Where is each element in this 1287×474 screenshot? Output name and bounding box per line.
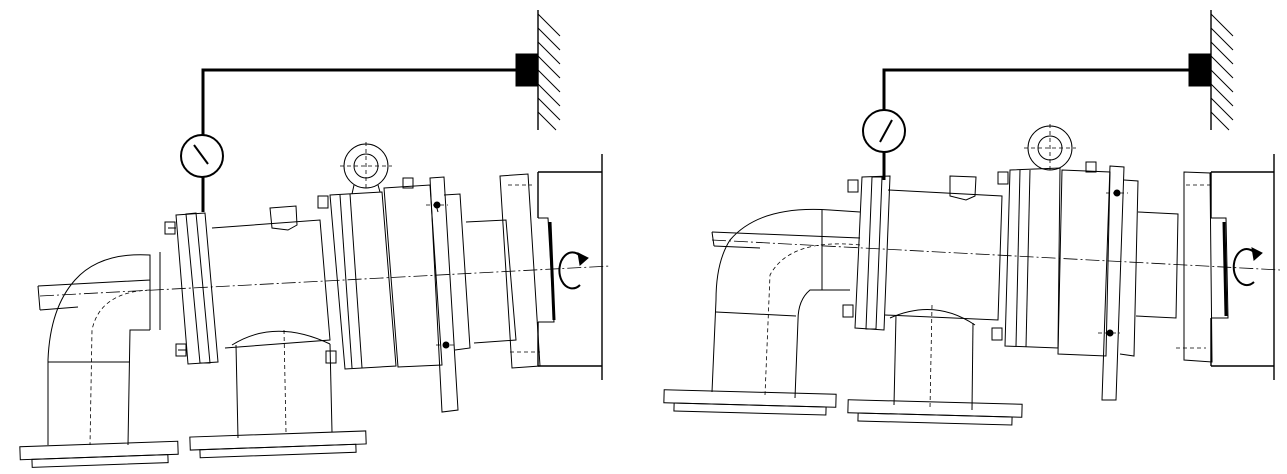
center-line: [711, 239, 1281, 271]
center-line: [39, 265, 611, 297]
bearing-housing: [1057, 165, 1139, 401]
rotating-shaft: [1135, 171, 1213, 363]
indicator-arm: [201, 68, 516, 135]
pipe-body: [847, 175, 1023, 426]
lifting-eye-icon: [1024, 124, 1076, 172]
rotating-shaft: [465, 173, 541, 369]
pipe-body: [189, 205, 367, 459]
flange-2: [317, 142, 414, 370]
magnetic-base-block: [1188, 53, 1212, 87]
drive-housing: [1210, 154, 1275, 380]
rotation-arrow-icon: [1232, 247, 1263, 287]
flange-1: [164, 212, 219, 365]
drive-housing: [537, 154, 603, 380]
lifting-eye-icon: [340, 142, 392, 195]
flange-2: [991, 124, 1097, 349]
elbow-pipe: [19, 252, 179, 468]
left-view: [19, 10, 611, 468]
wall-mount: [1188, 10, 1234, 131]
wall-mount: [515, 10, 561, 131]
dial-indicator-icon: [180, 134, 224, 212]
flange-1: [842, 175, 891, 331]
right-view: [663, 10, 1281, 426]
elbow-pipe: [663, 208, 861, 416]
bearing-housing: [383, 176, 471, 413]
magnetic-base-block: [515, 53, 539, 87]
dial-indicator-icon: [862, 109, 906, 180]
indicator-arm: [882, 68, 1189, 110]
rotation-arrow-icon: [558, 251, 589, 290]
